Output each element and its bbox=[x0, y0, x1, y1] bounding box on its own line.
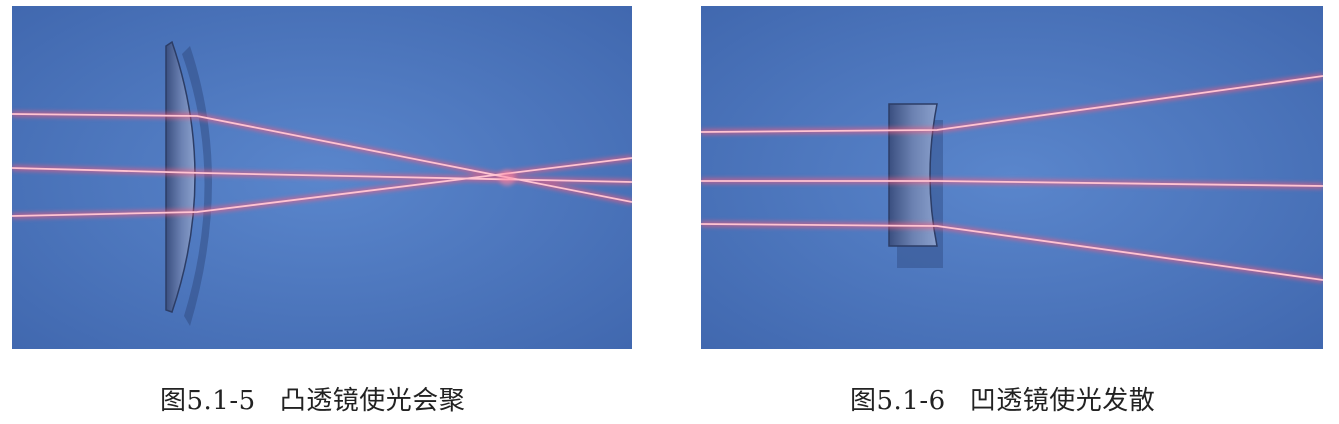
caption-concave-lens: 图5.1-6 凹透镜使光发散 bbox=[850, 380, 1155, 417]
figure-title-left: 凸透镜使光会聚 bbox=[279, 386, 466, 416]
convex-lens bbox=[165, 40, 196, 313]
laser-beams bbox=[701, 75, 1323, 281]
focal-point bbox=[499, 170, 515, 186]
photo-background bbox=[701, 6, 1323, 349]
figure-title-right: 凹透镜使光发散 bbox=[969, 386, 1156, 416]
laser-beam-top bbox=[701, 75, 1323, 133]
laser-beam-top bbox=[12, 113, 632, 203]
figure-concave-lens bbox=[701, 6, 1323, 349]
concave-lens-photo bbox=[701, 6, 1323, 349]
caption-convex-lens-text: 图5.1-5 凸透镜使光会聚 bbox=[160, 380, 465, 417]
figure-number-right: 图5.1-6 bbox=[850, 386, 946, 416]
laser-beam-bottom bbox=[12, 157, 632, 217]
laser-beam-bottom bbox=[701, 223, 1323, 281]
laser-beam-middle bbox=[12, 167, 632, 183]
laser-beam-middle bbox=[701, 180, 1323, 187]
figure-number-left: 图5.1-5 bbox=[160, 386, 256, 416]
convex-lens-photo bbox=[12, 6, 632, 349]
laser-beams bbox=[12, 113, 632, 217]
